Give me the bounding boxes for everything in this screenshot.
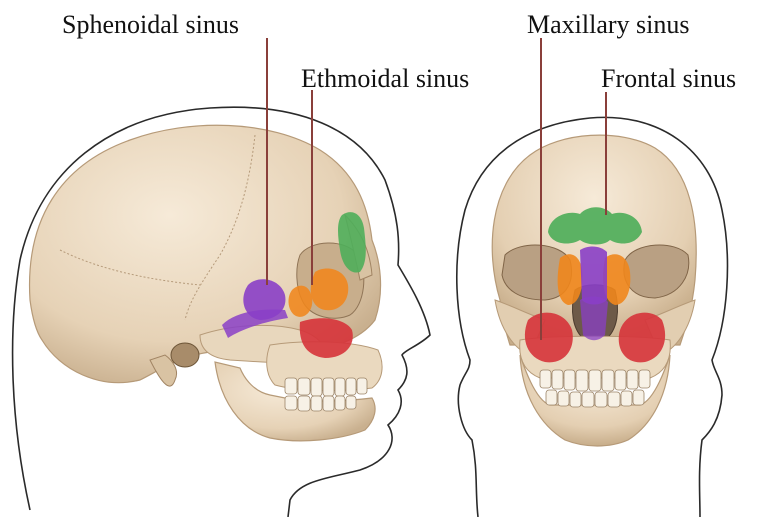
ear-canal [171,343,199,367]
frontal-sinus-label: Frontal sinus [601,66,736,92]
sphenoidal-sinus-frontal-lower [580,296,608,340]
ethmoidal-sinus-lateral [311,268,349,310]
ethmoidal-sinus-lateral-lower [289,286,313,317]
sphenoidal-sinus-label: Sphenoidal sinus [62,12,239,38]
sphenoidal-sinus-frontal [580,246,607,304]
upper-teeth-lateral [285,378,367,396]
ethmoidal-sinus-frontal-right [603,254,630,305]
maxillary-sinus-label: Maxillary sinus [527,12,690,38]
upper-teeth-frontal [540,370,650,391]
lower-teeth-frontal [546,390,644,407]
ethmoidal-sinus-label: Ethmoidal sinus [301,66,469,92]
